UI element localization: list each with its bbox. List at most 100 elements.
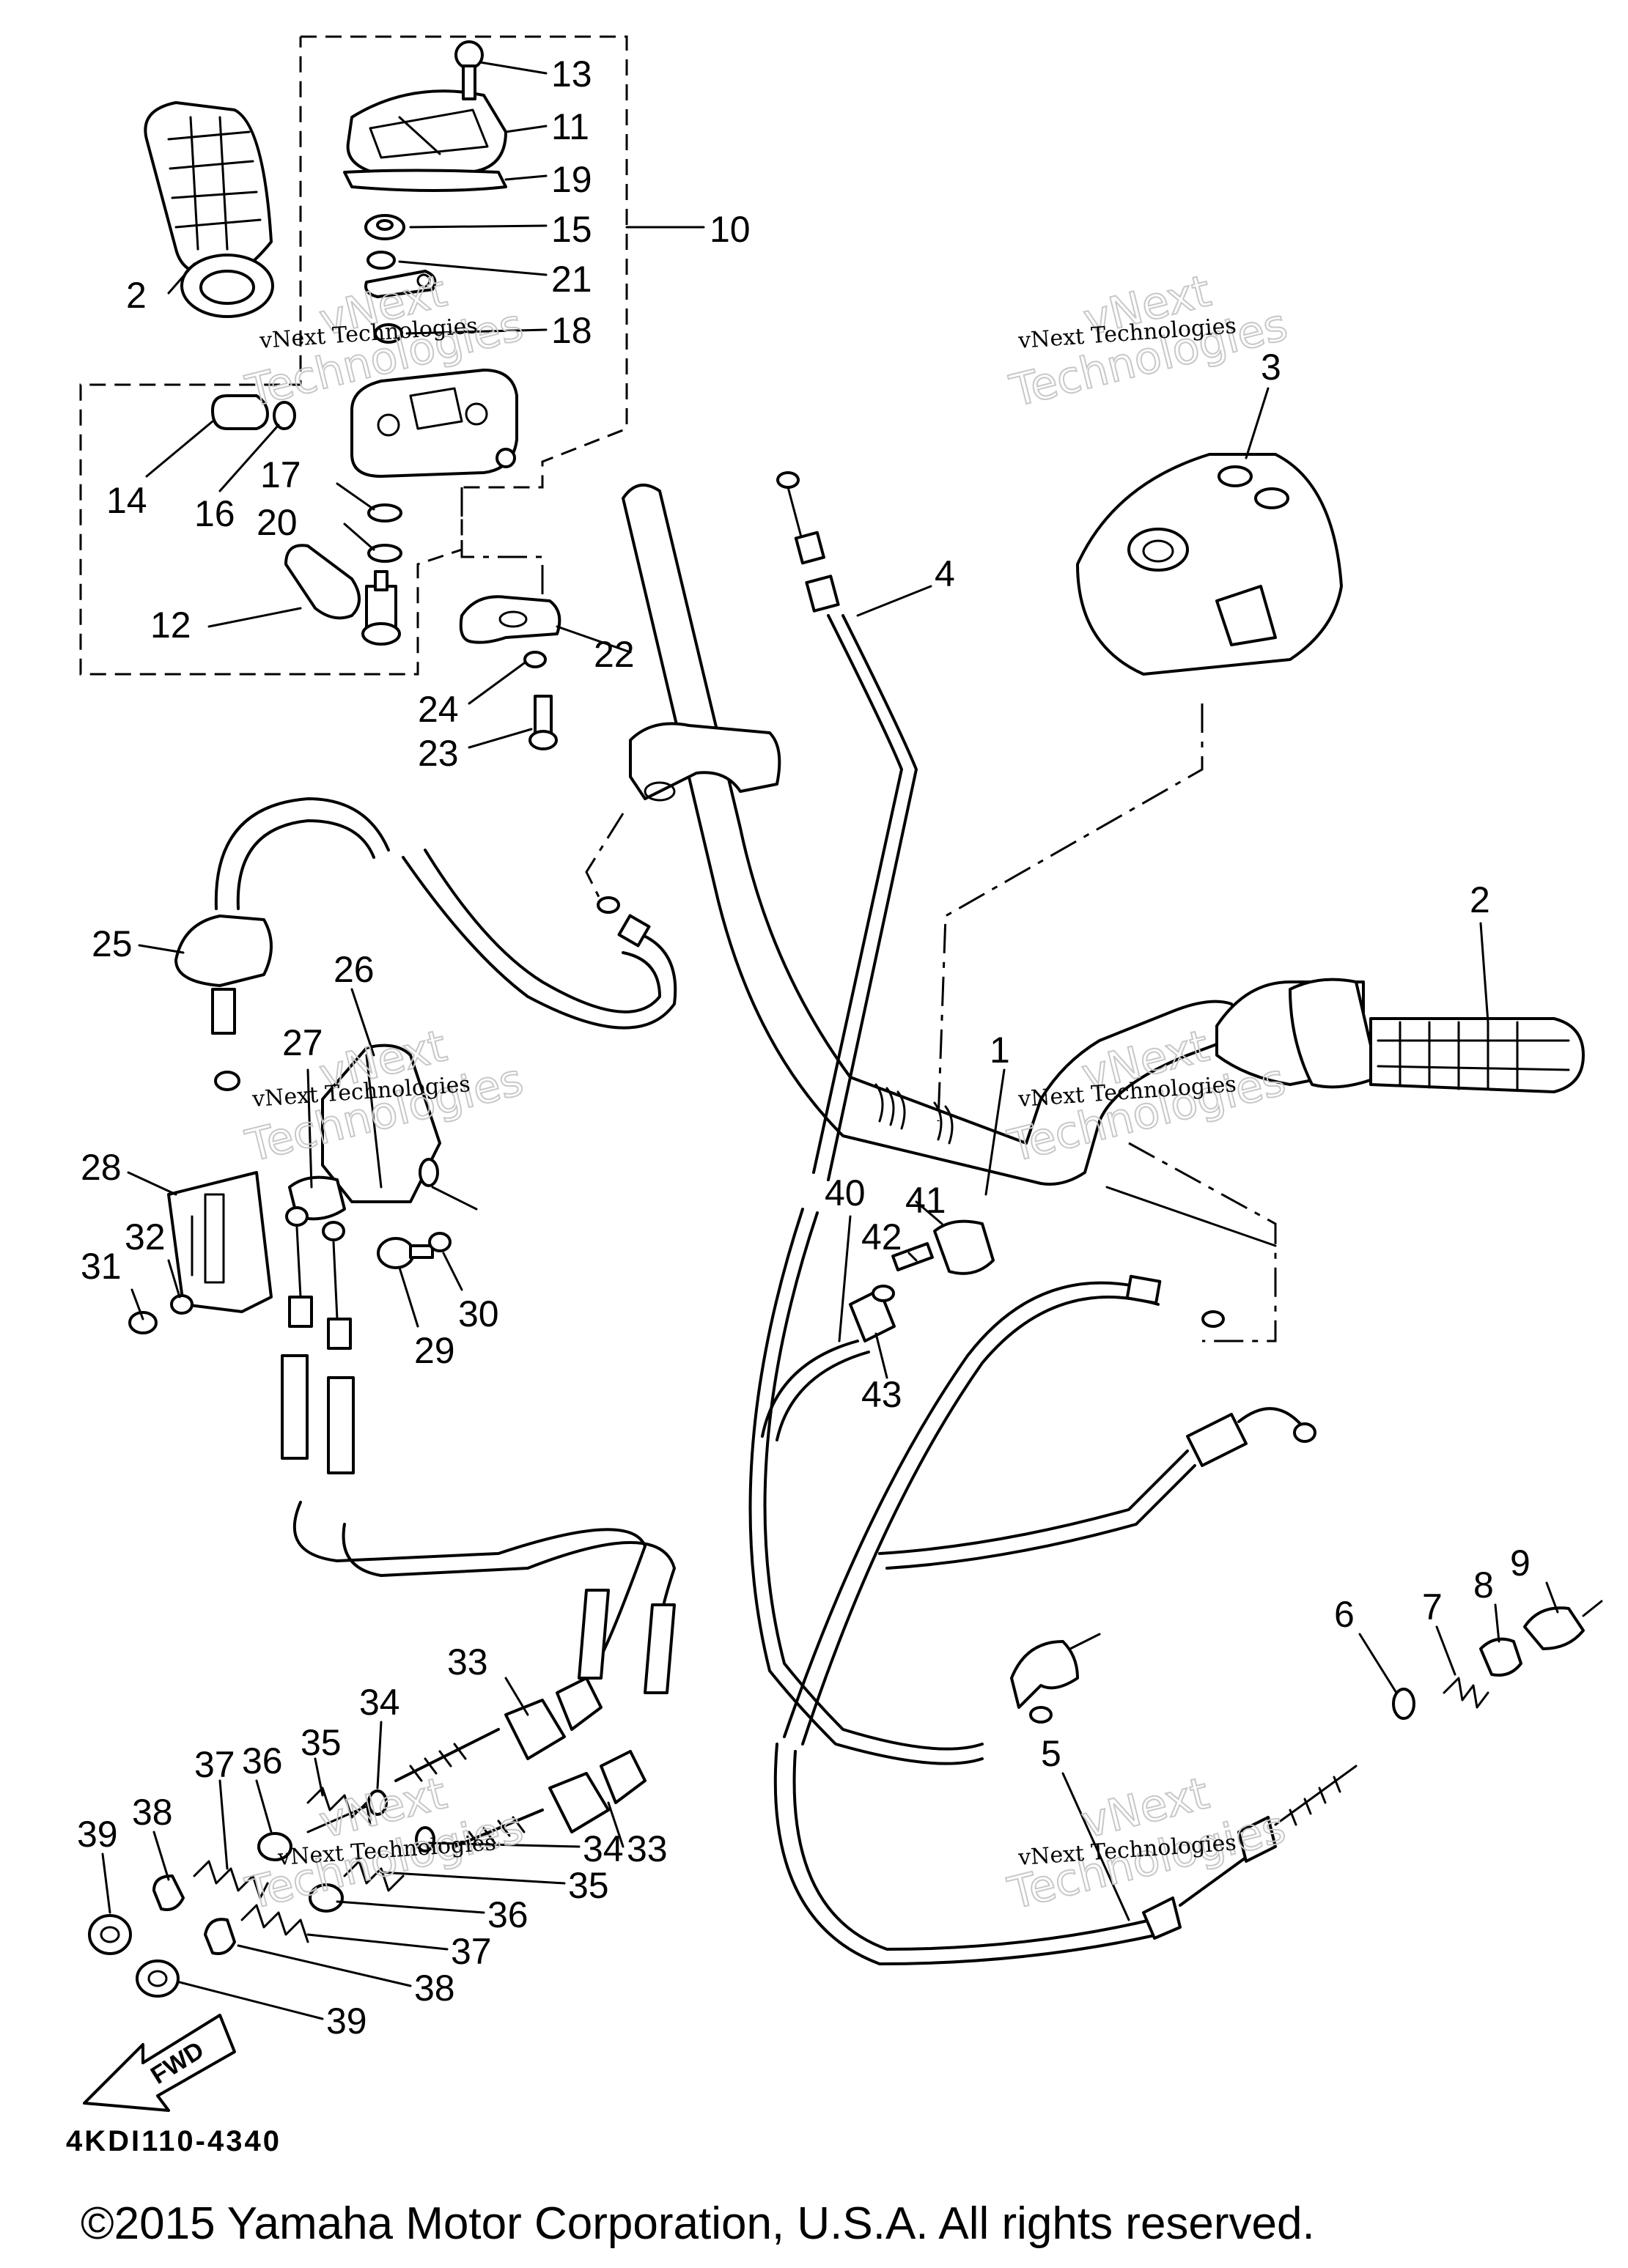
callout-34-upper: 34 xyxy=(359,1682,400,1723)
callout-14: 14 xyxy=(106,480,147,521)
callout-35-upper: 35 xyxy=(301,1722,342,1763)
screw-29 xyxy=(377,1237,434,1269)
bracket-28 xyxy=(167,1171,273,1313)
collar-8 xyxy=(1479,1637,1522,1677)
spring-37-lower xyxy=(240,1904,309,1943)
washer-36-upper xyxy=(257,1832,292,1861)
nut-38-lower xyxy=(204,1918,236,1955)
callout-43: 43 xyxy=(861,1374,902,1415)
switch-41 xyxy=(933,1219,995,1275)
clip-34-upper xyxy=(367,1789,388,1816)
callout-18: 18 xyxy=(551,310,592,351)
callout-42: 42 xyxy=(861,1216,902,1257)
washer-32 xyxy=(170,1294,194,1315)
washer-16 xyxy=(273,401,296,430)
bolt-23 xyxy=(528,695,558,750)
callout-21: 21 xyxy=(551,259,592,300)
callout-32: 32 xyxy=(125,1216,166,1257)
callout-6: 6 xyxy=(1334,1594,1355,1635)
clamp-22 xyxy=(459,595,561,644)
fwd-arrow: FWD xyxy=(83,2014,236,2112)
callout-15: 15 xyxy=(551,209,592,250)
copyright-notice: ©2015 Yamaha Motor Corporation, U.S.A. A… xyxy=(81,2198,1315,2249)
callout-38-upper: 38 xyxy=(132,1792,173,1833)
handlebar xyxy=(622,484,1248,1186)
washer-36-lower xyxy=(309,1883,344,1913)
connection-lines xyxy=(431,487,1277,1342)
callout-35-lower: 35 xyxy=(568,1865,609,1906)
left-grip xyxy=(144,101,274,318)
leader-lines xyxy=(101,61,1559,2020)
callout-20: 20 xyxy=(257,502,298,543)
brake-cables xyxy=(281,1206,676,1694)
spring-35-upper xyxy=(306,1787,372,1833)
switch-43 xyxy=(761,1285,896,1441)
callout-24: 24 xyxy=(418,689,459,730)
callout-29: 29 xyxy=(414,1330,455,1371)
switch-housing-3 xyxy=(1076,453,1343,676)
callout-39-lower: 39 xyxy=(326,2001,367,2042)
callout-38-lower: 38 xyxy=(414,1968,455,2009)
callout-37-lower: 37 xyxy=(451,1931,492,1972)
callout-26: 26 xyxy=(334,949,375,990)
callout-3: 3 xyxy=(1261,347,1281,388)
callout-12: 12 xyxy=(150,605,191,646)
screw-31 xyxy=(128,1311,158,1334)
washer-17 xyxy=(367,503,402,522)
gasket-19 xyxy=(343,169,507,192)
spring-35-lower xyxy=(343,1860,405,1892)
callout-10: 10 xyxy=(710,209,751,250)
spring-37-upper xyxy=(193,1860,269,1899)
right-grip xyxy=(1215,978,1585,1093)
diagram-code: 4KDI110-4340 xyxy=(66,2125,281,2157)
callout-27: 27 xyxy=(282,1022,323,1063)
cable-5 xyxy=(773,1743,1358,1965)
washer-20 xyxy=(367,544,402,563)
washer-6 xyxy=(1392,1688,1415,1720)
cable-25 xyxy=(174,797,677,1091)
callout-23: 23 xyxy=(418,733,459,774)
callout-1: 1 xyxy=(990,1030,1010,1071)
clip-34-lower xyxy=(415,1826,435,1853)
callout-22: 22 xyxy=(594,634,635,675)
callout-labels: 13 11 19 15 21 18 10 2 14 16 17 20 12 22… xyxy=(77,53,1531,2042)
callout-16: 16 xyxy=(194,493,235,534)
callout-39-upper: 39 xyxy=(77,1814,118,1855)
adjuster-33-upper xyxy=(394,1677,603,1782)
callout-30: 30 xyxy=(458,1293,499,1334)
callout-28: 28 xyxy=(81,1147,122,1188)
washer-24 xyxy=(523,651,547,668)
callout-36-upper: 36 xyxy=(242,1740,283,1781)
callout-8: 8 xyxy=(1473,1565,1494,1606)
callout-33-lower: 33 xyxy=(627,1828,668,1869)
right-cable xyxy=(783,1274,1316,1746)
adjuster-33-lower xyxy=(453,1750,647,1848)
watermark-6: vNext Technologies xyxy=(1003,1767,1292,1921)
callout-41: 41 xyxy=(905,1180,946,1221)
callout-33-upper: 33 xyxy=(447,1641,488,1682)
callout-13: 13 xyxy=(551,53,592,95)
nut-18 xyxy=(374,323,403,344)
callout-36-lower: 36 xyxy=(487,1894,528,1935)
callout-19: 19 xyxy=(551,159,592,200)
callout-40: 40 xyxy=(825,1172,866,1214)
callout-17: 17 xyxy=(260,454,301,495)
callout-5: 5 xyxy=(1041,1733,1061,1774)
nut-39-upper xyxy=(88,1914,132,1955)
callout-2-left: 2 xyxy=(126,275,147,316)
nut-15 xyxy=(364,214,405,240)
lever-plate-21 xyxy=(364,251,437,298)
nut-9 xyxy=(1523,1600,1603,1650)
throttle-housing xyxy=(350,369,518,478)
callout-7: 7 xyxy=(1422,1587,1443,1628)
callout-11: 11 xyxy=(551,106,589,147)
callout-2-right: 2 xyxy=(1470,879,1490,920)
callout-37-upper: 37 xyxy=(194,1744,235,1785)
spring-7 xyxy=(1443,1677,1489,1709)
throttle-cable-4 xyxy=(748,471,1101,1765)
throttle-lever-12 xyxy=(284,544,401,646)
bolt-14 xyxy=(211,394,269,430)
callout-25: 25 xyxy=(92,923,133,964)
washer-30 xyxy=(428,1232,452,1252)
